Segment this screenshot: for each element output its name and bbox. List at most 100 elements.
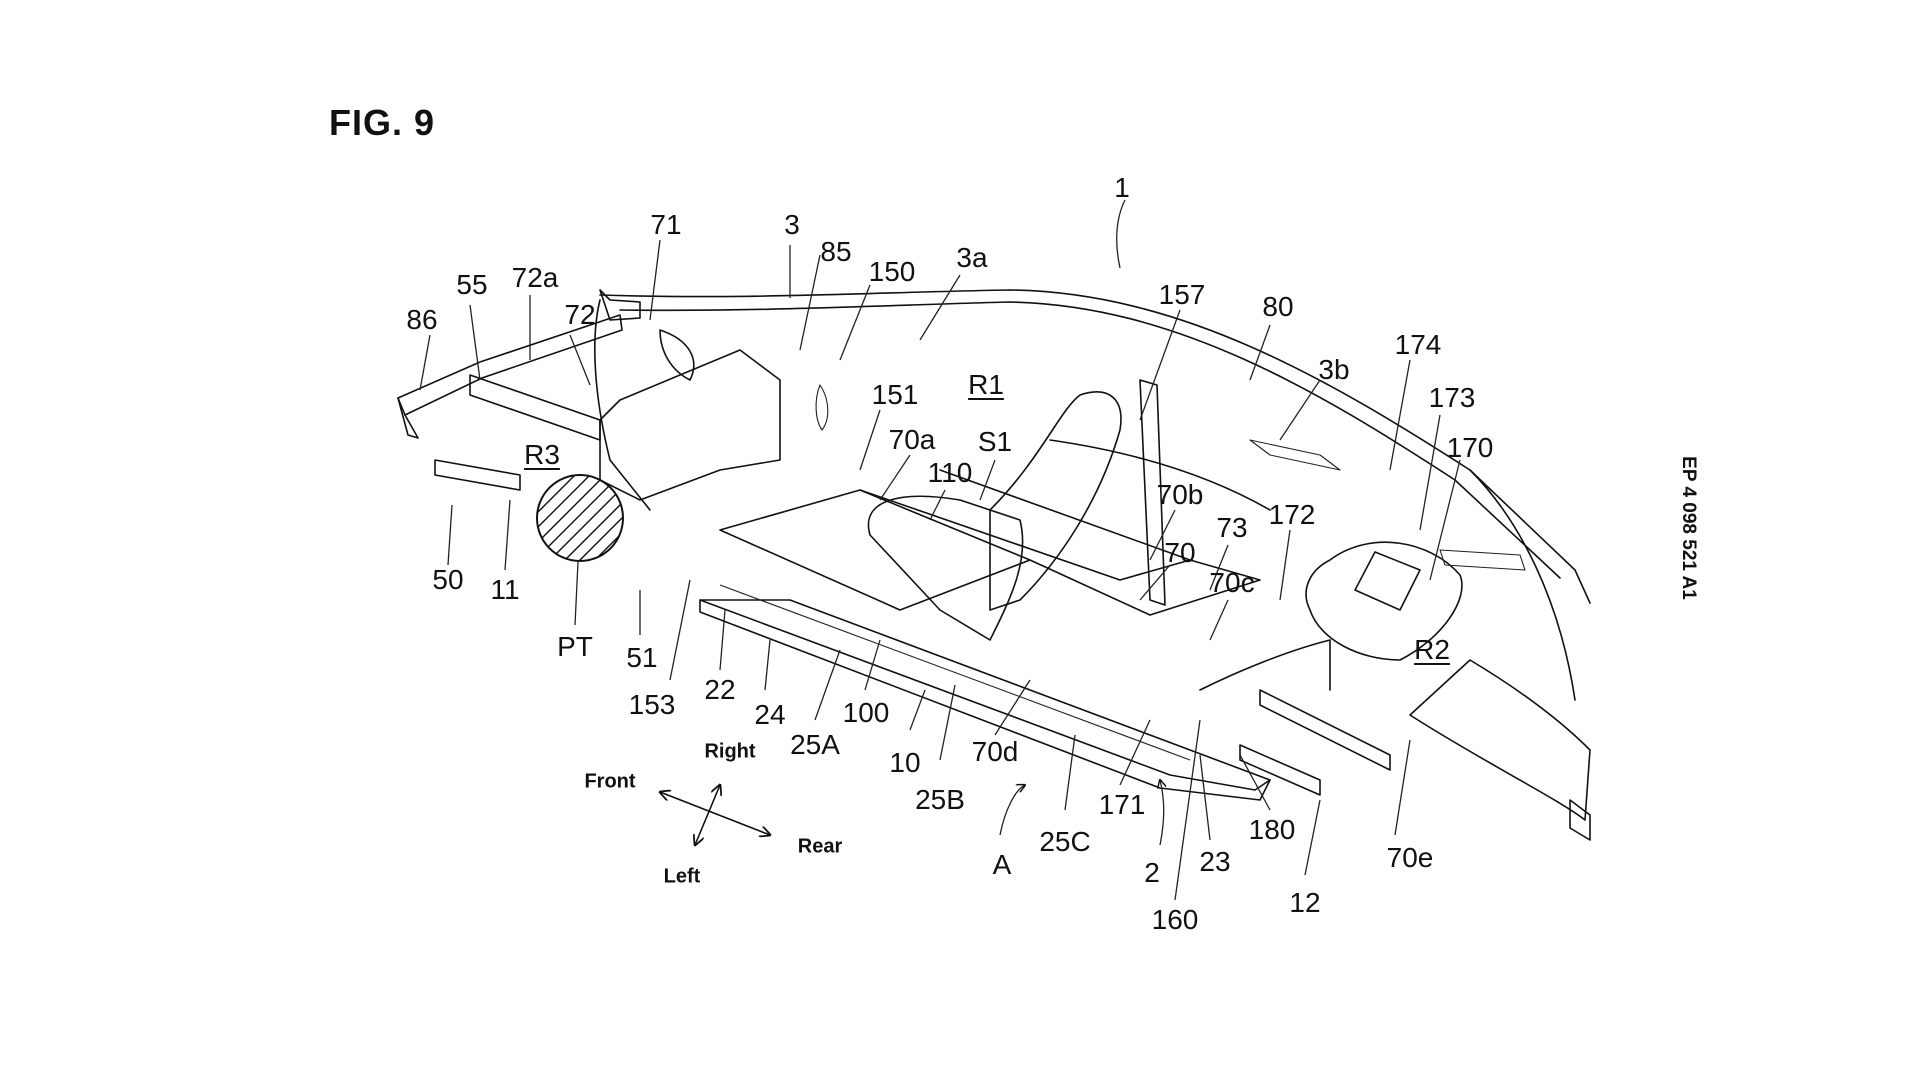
rear-pillar-panel xyxy=(1469,469,1576,701)
label-PT: PT xyxy=(557,631,593,662)
label-70: 70 xyxy=(1164,537,1196,568)
figure-title: FIG. 9 xyxy=(329,102,436,143)
front-suspension-tower xyxy=(659,329,695,381)
label-2: 2 xyxy=(1144,857,1160,888)
label-25C: 25C xyxy=(1039,826,1091,857)
direction-right: Right xyxy=(704,740,756,763)
roof-outline xyxy=(599,289,1591,604)
label-180: 180 xyxy=(1248,814,1296,845)
label-72a: 72a xyxy=(511,262,559,293)
leader-70e xyxy=(1394,739,1411,836)
leader-172 xyxy=(1279,529,1291,601)
leader-72 xyxy=(569,334,591,386)
label-72: 72 xyxy=(564,299,596,330)
dash-panel xyxy=(599,349,781,501)
label-23: 23 xyxy=(1199,846,1231,877)
label-100: 100 xyxy=(842,697,890,728)
leader-S1 xyxy=(979,459,996,501)
leader-A xyxy=(999,785,1025,836)
leader-71 xyxy=(649,239,661,321)
leader-25B xyxy=(939,684,956,761)
leader-25A xyxy=(814,649,841,721)
roof-opening xyxy=(1249,439,1341,471)
rear-side-panel xyxy=(1409,659,1591,821)
label-51: 51 xyxy=(626,642,658,673)
leader-11 xyxy=(504,499,511,571)
front-windshield-frame xyxy=(594,299,651,511)
floor-tunnel xyxy=(859,469,1191,581)
leader-PT xyxy=(574,561,579,626)
label-3a: 3a xyxy=(956,242,988,273)
leader-151 xyxy=(859,409,881,471)
label-80: 80 xyxy=(1262,291,1294,322)
rear-bumper-end xyxy=(1569,799,1591,841)
leader-25C xyxy=(1064,734,1076,811)
rear-sub-frame xyxy=(1239,744,1321,796)
leader-70d xyxy=(994,679,1031,736)
label-24: 24 xyxy=(754,699,786,730)
leader-12 xyxy=(1304,799,1321,876)
leader-174 xyxy=(1389,359,1411,471)
b-pillar xyxy=(1139,379,1166,606)
roof-inner-line xyxy=(619,301,1561,579)
front-cowl xyxy=(599,289,641,321)
front-side-member xyxy=(469,374,601,441)
leader-70c xyxy=(1209,599,1229,641)
leader-180 xyxy=(1239,754,1271,811)
leader-1 xyxy=(1116,199,1126,269)
label-25B: 25B xyxy=(915,784,965,815)
label-R3: R3 xyxy=(524,439,560,470)
right-left-axis-arrow xyxy=(695,785,720,845)
label-S1: S1 xyxy=(977,426,1013,457)
floor-panel-rear xyxy=(1029,559,1261,616)
leader-22 xyxy=(719,609,726,671)
leader-173 xyxy=(1419,414,1441,531)
seat-back xyxy=(989,391,1122,611)
leader-171 xyxy=(1119,719,1151,786)
label-3b: 3b xyxy=(1318,354,1350,385)
leader-10 xyxy=(909,689,926,731)
label-151: 151 xyxy=(871,379,919,410)
direction-rear: Rear xyxy=(797,835,843,858)
label-70c: 70c xyxy=(1209,567,1255,598)
label-R2: R2 xyxy=(1414,634,1450,665)
leader-86 xyxy=(419,334,431,391)
label-157: 157 xyxy=(1158,279,1206,310)
label-11: 11 xyxy=(490,574,520,605)
seat-cushion xyxy=(867,495,1024,641)
leader-24 xyxy=(764,639,771,691)
label-73: 73 xyxy=(1216,512,1248,543)
rear-side-member xyxy=(1259,689,1391,771)
leader-157 xyxy=(1139,309,1181,421)
label-160: 160 xyxy=(1151,904,1199,935)
label-3: 3 xyxy=(784,209,800,240)
side-sill xyxy=(699,599,1271,791)
side-sill-lower xyxy=(699,599,1271,801)
leader-160 xyxy=(1174,719,1201,901)
direction-front: Front xyxy=(584,770,636,793)
label-174: 174 xyxy=(1394,329,1442,360)
rear-window-opening xyxy=(1439,549,1526,571)
label-85: 85 xyxy=(820,236,852,267)
label-22: 22 xyxy=(704,674,736,705)
leader-55 xyxy=(469,304,481,381)
powertrain-hatched-circle xyxy=(536,474,624,562)
leader-150 xyxy=(839,284,871,361)
label-R1: R1 xyxy=(968,369,1004,400)
front-bumper-beam xyxy=(397,397,419,439)
label-86: 86 xyxy=(406,304,438,335)
side-window-front xyxy=(815,384,829,431)
label-153: 153 xyxy=(628,689,676,720)
leader-100 xyxy=(864,639,881,691)
rear-wheelhouse xyxy=(1305,541,1463,661)
label-12: 12 xyxy=(1289,887,1321,918)
rear-floor-wall xyxy=(1199,639,1331,691)
leader-110 xyxy=(929,489,946,521)
label-150: 150 xyxy=(868,256,916,287)
leader-153 xyxy=(669,579,691,681)
label-70d: 70d xyxy=(971,736,1019,767)
center-roof-bar xyxy=(1049,439,1271,511)
label-170: 170 xyxy=(1446,432,1494,463)
rear-cross-panel xyxy=(1354,551,1421,611)
